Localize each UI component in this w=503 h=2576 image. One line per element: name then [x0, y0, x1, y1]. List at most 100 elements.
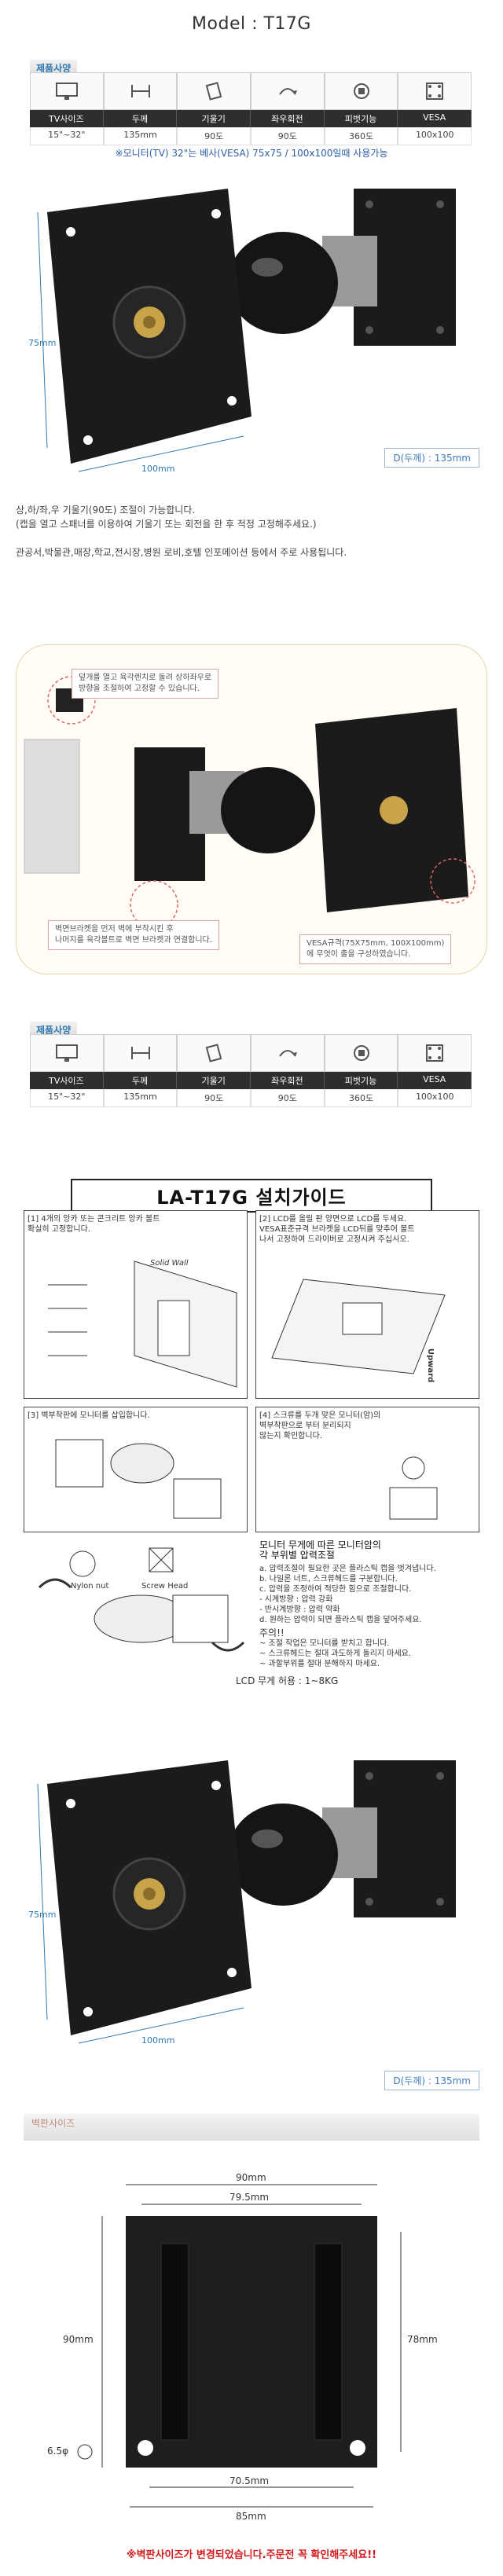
step-line: [4] 스크류를 두개 맞은 모니터(암)의: [259, 1411, 381, 1420]
bracket-illustration-2: [37, 1760, 456, 2044]
desc-line: 관공서,박물관,매장,학교,전시장,병원 로비,호텔 인포메이션 등에서 주로 …: [16, 547, 347, 558]
spec-value: 100x100: [398, 1089, 472, 1107]
spec-value: 90도: [177, 127, 252, 145]
dim-height-outer: 90mm: [63, 2334, 94, 2345]
swivel-icon: [251, 72, 325, 110]
lcd-weight: LCD 무게 허용 : 1~8KG: [236, 1675, 339, 1686]
caution-line: ~ 과할부위를 절대 분해하지 마세요.: [259, 1660, 380, 1668]
spec-header: 두께: [103, 1072, 178, 1089]
upward-label: Upward: [426, 1348, 435, 1383]
vesa-note: ※모니터(TV) 32"는 베사(VESA) 75x75 / 100x100일때…: [115, 148, 388, 159]
step2-text: [2] LCD를 올릴 판 양면으로 LCD를 두세요. VESA표준규격 브라…: [256, 1211, 479, 1248]
spec-value-row: 15"~32" 135mm 90도 90도 360도 100x100: [30, 127, 472, 145]
bracket-illustration-callout: [24, 676, 475, 929]
spec-header: VESA: [398, 110, 472, 127]
screw-label: Screw Head: [141, 1582, 189, 1591]
pressure-step: - 반시계방향 : 압력 약화: [259, 1605, 340, 1614]
dim-height-inner: 78mm: [407, 2334, 438, 2345]
dim-bottom-outer: 85mm: [236, 2511, 266, 2522]
desc-line: (캡을 열고 스패너를 이용하여 기울기 또는 회전을 한 후 적정 고정해주세…: [16, 519, 317, 530]
dim-vertical: 75mm: [28, 1910, 57, 1920]
dim-vertical: 75mm: [28, 338, 57, 348]
spec-value: 360도: [324, 127, 398, 145]
thickness-icon: [103, 1034, 178, 1072]
spec-header-row: TV사이즈 두께 기울기 좌우회전 피벗기능 VESA: [30, 110, 472, 127]
pressure-illustration: [38, 1547, 245, 1652]
step4-text: [4] 스크류를 두개 맞은 모니터(암)의 벽부착판으로 부터 분리되지 않는…: [256, 1407, 479, 1444]
vesa-icon: [398, 1034, 472, 1072]
wall-label: Solid Wall: [150, 1259, 189, 1268]
step-line: [1] 4개의 앙카 또는 콘크리트 앙카 볼트: [28, 1215, 160, 1224]
step-line: [2] LCD를 올릴 판 양면으로 LCD를 두세요.: [259, 1215, 407, 1224]
step-line: 벽부착판으로 부터 분리되지: [259, 1422, 351, 1430]
spec-header: 피벗기능: [324, 1072, 398, 1089]
pressure-step: a. 압력조절이 필요한 곳은 플라스틱 캡을 벗겨냅니다.: [259, 1565, 436, 1573]
callout-diagram: 덮개를 열고 육각렌치로 돌려 상하좌우로 방향을 조절하여 고정할 수 있습니…: [16, 644, 487, 974]
spec-icons-row: [30, 1034, 472, 1072]
pivot-icon: [324, 72, 398, 110]
spec-value: 15"~32": [30, 1089, 104, 1107]
spec-table-2: TV사이즈 두께 기울기 좌우회전 피벗기능 VESA 15"~32" 135m…: [30, 1034, 472, 1107]
wall-plate-label: 벽판사이즈: [31, 2118, 75, 2129]
spec-header: VESA: [398, 1072, 472, 1089]
install-guide: [1] 4개의 앙카 또는 콘크리트 앙카 볼트 확실히 고정합니다. Soli…: [24, 1210, 479, 1669]
step-line: 않는지 확인합니다.: [259, 1432, 322, 1440]
spec-value: 135mm: [103, 1089, 178, 1107]
spec-header: 기울기: [177, 110, 252, 127]
pressure-instructions: 모니터 무게에 따른 모니터암의 각 부위별 압력조절 a. 압력조절이 필요한…: [259, 1540, 479, 1669]
spec-header: 두께: [103, 110, 178, 127]
step-line: VESA표준규격 브라켓을 LCD뒤를 맞추어 볼트: [259, 1225, 415, 1234]
step4-illustration: [389, 1456, 438, 1520]
caution-line: ~ 조절 작업은 모니터를 받치고 합니다.: [259, 1639, 390, 1648]
spec-section-label-2: 제품사양: [30, 1022, 78, 1038]
dim-hole: 6.5φ: [47, 2446, 68, 2457]
spec-header-row: TV사이즈 두께 기울기 좌우회전 피벗기능 VESA: [30, 1072, 472, 1089]
pressure-title: 모니터 무게에 따른 모니터암의: [259, 1539, 381, 1550]
dim-bottom-inner: 70.5mm: [229, 2475, 270, 2486]
callout-line: 덮개를 열고 육각렌치로 돌려 상하좌우로: [79, 673, 212, 682]
tv-size-icon: [30, 1034, 104, 1072]
callout-line: 벽면브라켓을 먼저 벽에 부착시킨 후: [55, 925, 174, 934]
spec-value: 90도: [251, 127, 325, 145]
spec-value: 360도: [324, 1089, 398, 1107]
wall-plate-diagram: 90mm 79.5mm 90mm 78mm 6.5φ 70.5mm 85mm: [47, 2169, 456, 2530]
depth-label: D(두께) : 135mm: [384, 448, 479, 468]
spec-header: 좌우회전: [251, 110, 325, 127]
guide-step-4: [4] 스크류를 두개 맞은 모니터(암)의 벽부착판으로 부터 분리되지 않는…: [255, 1407, 479, 1532]
bracket-illustration-1: [37, 189, 456, 472]
dim-horizontal: 100mm: [141, 464, 175, 474]
wall-plate-drawing: [77, 2184, 402, 2508]
caution-title: 주의!!: [259, 1627, 285, 1638]
tilt-icon: [177, 72, 252, 110]
callout-line: 방향을 조절하여 고정할 수 있습니다.: [79, 684, 200, 693]
spec-header: 피벗기능: [324, 110, 398, 127]
spec-header: TV사이즈: [30, 1072, 104, 1089]
spec-value: 100x100: [398, 127, 472, 145]
callout-vesa: VESA규격(75X75mm, 100X100mm) 에 무엇이 출을 구성하였…: [299, 934, 452, 964]
dim-width-inner: 79.5mm: [229, 2192, 270, 2203]
spec-value: 90도: [177, 1089, 252, 1107]
step3-illustration: [55, 1439, 222, 1519]
pressure-step: - 시계방향 : 압력 강화: [259, 1595, 333, 1604]
caution-line: ~ 스크류헤드는 절대 과도하게 돌리지 마세요.: [259, 1649, 412, 1658]
description-block: 상,하/좌,우 기울기(90도) 조절이 가능합니다. (캡을 열고 스패너를 …: [16, 503, 347, 560]
nylon-label: Nylon nut: [71, 1582, 109, 1591]
step1-text: [1] 4개의 앙카 또는 콘크리트 앙카 볼트 확실히 고정합니다.: [24, 1211, 247, 1238]
guide-step-3: [3] 벽부착판에 모니터를 삽입합니다.: [24, 1407, 248, 1532]
tilt-icon: [177, 1034, 252, 1072]
wall-plate-banner: 벽판사이즈: [24, 2114, 479, 2141]
pressure-step: d. 원하는 압력이 되면 플라스틱 캡을 덮어주세요.: [259, 1616, 422, 1624]
product-photo-2: 75mm 100mm: [24, 1737, 479, 2051]
guide-title: LA-T17G 설치가이드: [71, 1179, 432, 1213]
guide-step-2: [2] LCD를 올릴 판 양면으로 LCD를 두세요. VESA표준규격 브라…: [255, 1210, 479, 1399]
dim-width-outer: 90mm: [236, 2172, 266, 2183]
callout-adjust: 덮개를 열고 육각렌치로 돌려 상하좌우로 방향을 조절하여 고정할 수 있습니…: [72, 669, 219, 699]
callout-wall: 벽면브라켓을 먼저 벽에 부착시킨 후 나머지를 육각볼트로 벽면 브라켓과 연…: [48, 920, 219, 950]
callout-line: VESA규격(75X75mm, 100X100mm): [307, 939, 445, 948]
tv-size-icon: [30, 72, 104, 110]
step-line: 확실히 고정합니다.: [28, 1225, 90, 1234]
callout-line: 나머지를 육각볼트로 벽면 브라켓과 연결합니다.: [55, 936, 212, 945]
spec-section-label: 제품사양: [30, 60, 78, 76]
wall-plate-note: ※벽판사이즈가 변경되었습니다.주문전 꼭 확인해주세요!!: [126, 2549, 377, 2561]
step1-illustration: [48, 1260, 237, 1388]
